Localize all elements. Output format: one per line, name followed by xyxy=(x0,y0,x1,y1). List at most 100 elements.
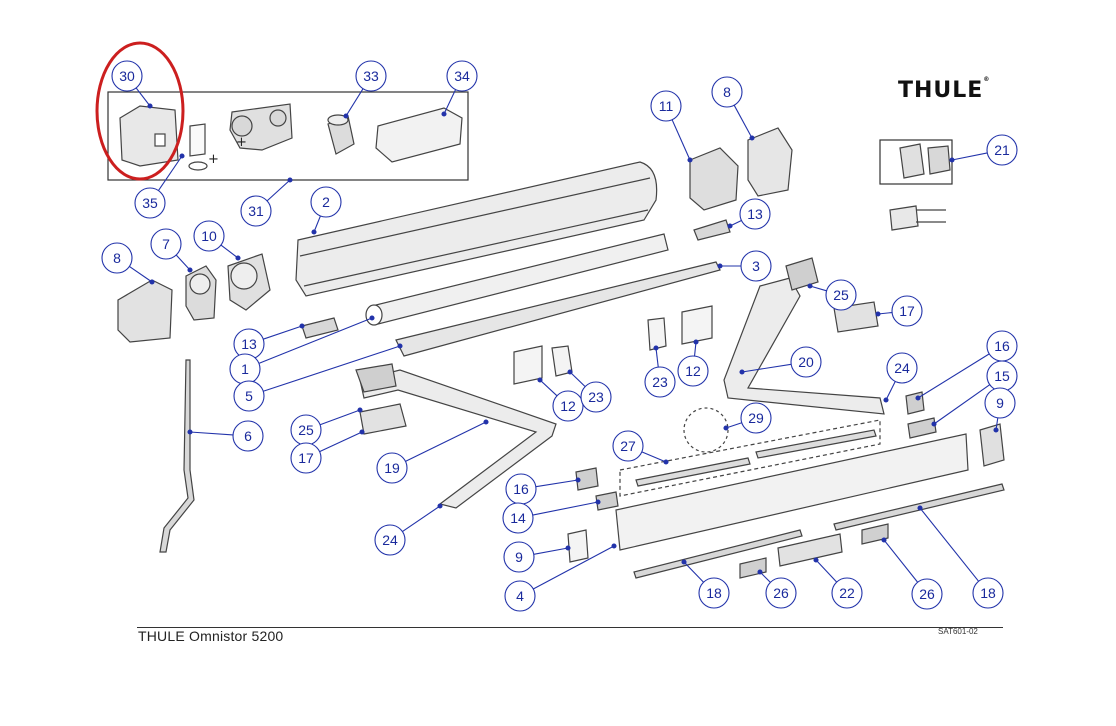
leader-arrow-11 xyxy=(687,157,693,163)
leader-line-29 xyxy=(725,422,742,429)
callout-circle-26 xyxy=(911,578,943,610)
leader-arrow-35 xyxy=(179,153,185,159)
callout-label-15: 15 xyxy=(994,368,1010,384)
callout-label-18: 18 xyxy=(980,585,996,601)
callout-circle-17 xyxy=(290,442,322,474)
callout-label-21: 21 xyxy=(994,142,1010,158)
part-26-slider-left xyxy=(739,557,767,579)
part-8-endcap-right xyxy=(747,127,793,197)
part-29-joint-group xyxy=(683,407,729,453)
leader-arrow-21 xyxy=(949,157,955,163)
callout-circle-24 xyxy=(886,352,918,384)
callout-circle-18 xyxy=(972,577,1004,609)
callout-circle-22 xyxy=(831,577,863,609)
callout-circle-27 xyxy=(612,430,644,462)
leader-line-4 xyxy=(532,545,615,590)
thule-logo: THULE® xyxy=(898,76,991,103)
part-16-clip-left xyxy=(575,467,599,491)
part-9-cap-left xyxy=(567,529,589,563)
part-16-clip-right xyxy=(905,391,925,415)
callout-circle-21 xyxy=(986,134,1018,166)
leader-line-18 xyxy=(683,561,704,583)
callout-label-17: 17 xyxy=(298,450,314,466)
leader-arrow-22 xyxy=(813,557,819,563)
callout-label-25: 25 xyxy=(833,287,849,303)
leader-line-34 xyxy=(443,89,457,115)
callout-circle-33 xyxy=(355,60,387,92)
leader-arrow-16 xyxy=(915,395,921,401)
part-34-controller xyxy=(375,107,463,163)
leader-arrow-19 xyxy=(483,419,489,425)
part-30-window xyxy=(154,133,166,147)
footer-title: THULE Omnistor 5200 xyxy=(138,628,284,644)
footer-code: SAT601-02 xyxy=(938,627,978,636)
part-25-bracket-left xyxy=(355,363,397,393)
part-14-clip xyxy=(595,491,619,511)
callout-circle-14 xyxy=(502,502,534,534)
leader-arrow-12 xyxy=(537,377,543,383)
leader-line-27 xyxy=(641,451,667,463)
leader-arrow-13 xyxy=(727,223,733,229)
callout-label-17: 17 xyxy=(899,303,915,319)
callout-label-12: 12 xyxy=(685,363,701,379)
callout-circle-20 xyxy=(790,346,822,378)
callout-circle-31 xyxy=(240,195,272,227)
leader-arrow-9 xyxy=(993,427,999,433)
leader-arrow-31 xyxy=(287,177,293,183)
part-11-gearbox xyxy=(689,147,739,211)
leader-line-9 xyxy=(533,547,569,555)
leader-line-25 xyxy=(809,285,827,292)
part-25-connector xyxy=(889,205,919,231)
leader-line-21 xyxy=(951,152,988,161)
leader-arrow-17 xyxy=(875,311,881,317)
leader-line-24 xyxy=(402,505,441,533)
callout-label-23: 23 xyxy=(652,374,668,390)
leader-arrow-3 xyxy=(717,263,723,269)
part-35-ring xyxy=(188,161,208,171)
callout-label-8: 8 xyxy=(723,84,731,100)
callout-circle-35 xyxy=(134,187,166,219)
leader-line-15 xyxy=(933,384,991,425)
part-6-crank xyxy=(159,359,195,553)
callout-circle-13 xyxy=(739,198,771,230)
callout-label-10: 10 xyxy=(201,228,217,244)
callout-label-8: 8 xyxy=(113,250,121,266)
plus-sign-1: + xyxy=(208,152,219,167)
part-27-rail xyxy=(635,457,751,487)
part-26-slider-right xyxy=(861,523,889,545)
leader-arrow-30 xyxy=(147,103,153,109)
leader-line-18 xyxy=(919,507,980,582)
part-18-rail-left xyxy=(633,529,803,579)
part-23-clip-b xyxy=(647,317,667,351)
callout-label-35: 35 xyxy=(142,195,158,211)
callout-circle-23 xyxy=(580,381,612,413)
leader-arrow-24 xyxy=(437,503,443,509)
leader-line-16 xyxy=(535,479,579,488)
leader-arrow-8 xyxy=(149,279,155,285)
leader-line-14 xyxy=(532,501,599,516)
callout-label-26: 26 xyxy=(773,585,789,601)
callout-circle-5 xyxy=(233,380,265,412)
parts-layer: + + xyxy=(95,41,1005,579)
leader-arrow-2 xyxy=(311,229,317,235)
leader-arrow-8 xyxy=(749,135,755,141)
part-12-plate-b xyxy=(681,305,713,345)
leader-arrow-23 xyxy=(567,369,573,375)
callout-label-24: 24 xyxy=(382,532,398,548)
callout-circle-19 xyxy=(376,452,408,484)
callout-label-29: 29 xyxy=(748,410,764,426)
leader-line-8 xyxy=(733,104,753,139)
callout-label-25: 25 xyxy=(298,422,314,438)
callout-label-2: 2 xyxy=(322,194,330,210)
callout-label-13: 13 xyxy=(241,336,257,352)
callout-label-9: 9 xyxy=(996,395,1004,411)
part-20-arm-right xyxy=(723,277,885,415)
leader-arrow-24 xyxy=(883,397,889,403)
callout-label-6: 6 xyxy=(244,428,252,444)
leader-arrow-25 xyxy=(357,407,363,413)
leader-arrow-12 xyxy=(693,339,699,345)
part-25-bracket-right xyxy=(785,257,819,291)
part-4-front-bar xyxy=(615,433,969,551)
callout-circle-11 xyxy=(650,90,682,122)
leader-line-16 xyxy=(917,353,990,399)
